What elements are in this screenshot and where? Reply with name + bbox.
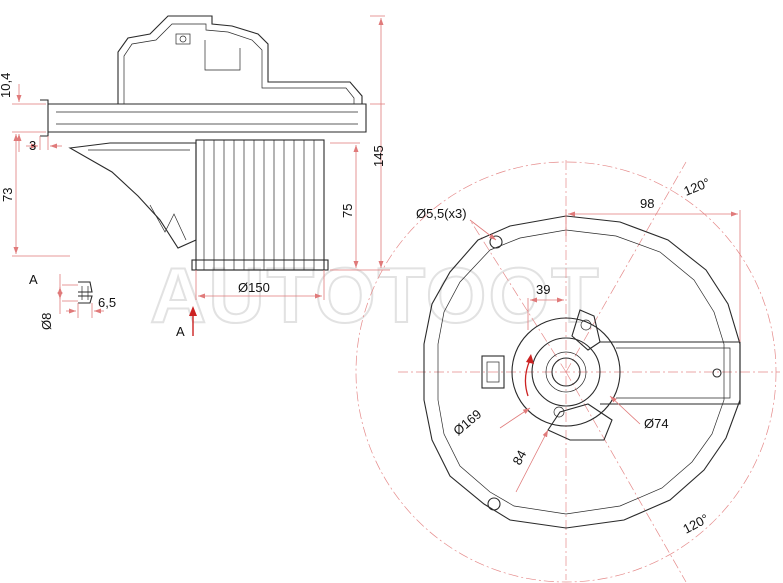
detail-a-label: A — [29, 272, 38, 287]
dim-98: 98 — [640, 196, 654, 211]
dim-d74: Ø74 — [644, 416, 669, 431]
side-view: 10,4 3 73 145 75 Ø150 A Ø8 6,5 A — [0, 15, 390, 339]
view-a-label: A — [176, 324, 185, 339]
dim-145: 145 — [371, 145, 386, 167]
dim-84: 84 — [509, 448, 529, 468]
dim-120-top: 120° — [682, 175, 713, 199]
dim-39: 39 — [536, 282, 550, 297]
dim-75: 75 — [340, 204, 355, 218]
dim-150: Ø150 — [238, 280, 270, 295]
dim-d5-5: Ø5,5(x3) — [416, 206, 467, 221]
watermark: AUTOTOOT — [150, 251, 601, 339]
dim-d169: Ø169 — [450, 406, 484, 438]
top-view: Ø5,5(x3) 98 120° 39 Ø169 Ø74 84 120° — [355, 160, 780, 583]
dim-73: 73 — [0, 188, 15, 202]
dim-6-5: 6,5 — [98, 295, 116, 310]
dim-120-bottom: 120° — [680, 511, 711, 537]
dim-d8: Ø8 — [39, 313, 54, 330]
dim-10-4: 10,4 — [0, 73, 13, 98]
dim-3: 3 — [29, 138, 36, 153]
